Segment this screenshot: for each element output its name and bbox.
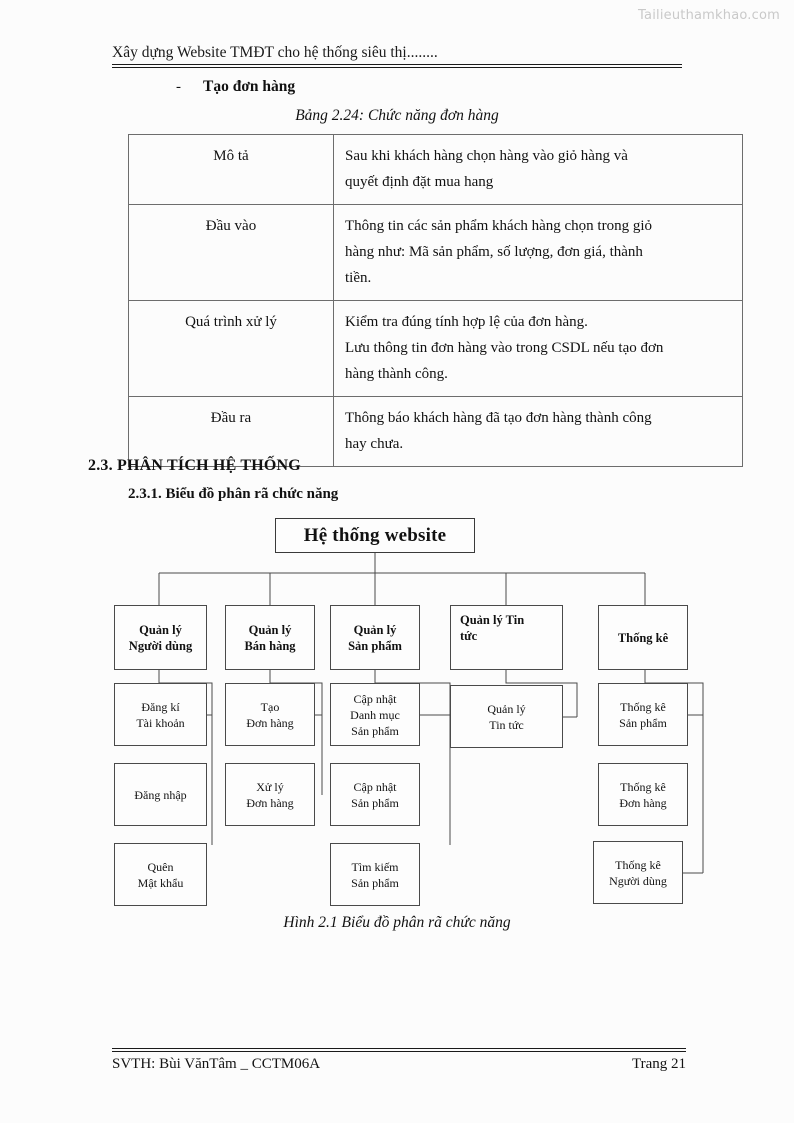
node-line: Bán hàng [244, 638, 296, 653]
table-cell-line: hay chưa. [345, 436, 404, 452]
diagram-node-quan-ly-tin-tuc: Quản lý Tin tức [450, 605, 563, 670]
function-table: Mô tả Sau khi khách hàng chọn hàng vào g… [128, 134, 743, 467]
node-line: Đăng nhập [134, 787, 187, 802]
node-line: Quản lý [139, 622, 182, 637]
node-line: Xử lý [256, 779, 284, 794]
header-rule [112, 64, 682, 68]
table-cell-label: Đầu ra [128, 396, 334, 467]
table-row: Mô tả Sau khi khách hàng chọn hàng vào g… [128, 134, 743, 205]
table-cell-line: Sau khi khách hàng chọn hàng vào giỏ hàn… [345, 148, 628, 164]
table-row: Đầu ra Thông báo khách hàng đã tạo đơn h… [128, 396, 743, 467]
node-line: Thống kê [617, 630, 669, 645]
bullet-item-tao-don-hang: - Tạo đơn hàng [176, 78, 295, 96]
table-cell-label: Đầu vào [128, 204, 334, 301]
node-line: Người dùng [609, 873, 667, 888]
diagram-node-quan-ly-ban-hang: Quản lý Bán hàng [225, 605, 315, 670]
diagram-node-tim-kiem-san-pham: Tìm kiếm Sản phẩm [330, 843, 420, 906]
node-line: Người dùng [128, 638, 193, 653]
table-row: Quá trình xử lý Kiểm tra đúng tính hợp l… [128, 300, 743, 397]
node-line: Mật khẩu [137, 875, 184, 890]
diagram-node-xu-ly-don-hang: Xử lý Đơn hàng [225, 763, 315, 826]
watermark-text: Tailieuthamkhao.com [638, 8, 780, 23]
node-line: Đăng kí [141, 699, 180, 714]
node-line: Thống kê [615, 857, 661, 872]
diagram-node-dang-nhap: Đăng nhập [114, 763, 207, 826]
table-cell-line: quyết định đặt mua hang [345, 174, 494, 190]
node-line: Đơn hàng [246, 795, 294, 810]
table-cell-line: Lưu thông tin đơn hàng vào trong CSDL nế… [345, 340, 664, 356]
footer-rule [112, 1048, 686, 1052]
footer-row: SVTH: Bùi VănTâm _ CCTM06A Trang 21 [112, 1056, 686, 1073]
table-cell-line: tiền. [345, 270, 372, 286]
node-line: Sản phẩm [619, 715, 667, 730]
node-line: Quên [147, 859, 174, 874]
node-line: Đơn hàng [246, 715, 294, 730]
node-line: Cập nhật [353, 779, 397, 794]
table-cell-line: Thông báo khách hàng đã tạo đơn hàng thà… [345, 410, 652, 426]
diagram-node-cap-nhat-san-pham: Cập nhật Sản phẩm [330, 763, 420, 826]
running-header-title: Xây dựng Website TMĐT cho hệ thống siêu … [112, 44, 438, 61]
diagram-node-quan-ly-tin-tuc-child: Quản lý Tin tức [450, 685, 563, 748]
diagram-node-thong-ke-don-hang: Thống kê Đơn hàng [598, 763, 688, 826]
diagram-node-tao-don-hang: Tạo Đơn hàng [225, 683, 315, 746]
node-line: Tài khoản [136, 715, 185, 730]
table-cell-value: Kiểm tra đúng tính hợp lệ của đơn hàng. … [333, 300, 743, 397]
table-caption: Bảng 2.24: Chức năng đơn hàng [295, 107, 499, 124]
table-cell-value: Thông tin các sản phẩm khách hàng chọn t… [333, 204, 743, 301]
figure-caption: Hình 2.1 Biểu đồ phân rã chức năng [283, 914, 511, 931]
node-line: Tin tức [489, 717, 524, 732]
footer-page-number: Trang 21 [631, 1056, 686, 1072]
diagram-node-quan-ly-san-pham: Quản lý Sản phẩm [330, 605, 420, 670]
table-cell-line: Thông tin các sản phẩm khách hàng chọn t… [345, 218, 653, 234]
node-line: Quản lý [487, 701, 526, 716]
diagram-node-root: Hệ thống website [275, 518, 475, 553]
table-row: Đầu vào Thông tin các sản phẩm khách hàn… [128, 204, 743, 301]
node-line: Quản lý Tin [460, 613, 525, 627]
table-cell-value: Sau khi khách hàng chọn hàng vào giỏ hàn… [333, 134, 743, 205]
diagram-node-quen-mat-khau: Quên Mật khẩu [114, 843, 207, 906]
table-cell-line: hàng thành công. [345, 366, 448, 382]
table-cell-line: hàng như: Mã sản phẩm, số lượng, đơn giá… [345, 244, 643, 260]
section-heading: 2.3. PHÂN TÍCH HỆ THỐNG [88, 457, 301, 474]
node-line: Danh mục [350, 707, 400, 722]
node-line: Cập nhật [353, 691, 397, 706]
running-header: Xây dựng Website TMĐT cho hệ thống siêu … [112, 44, 682, 68]
bullet-label: Tạo đơn hàng [203, 78, 296, 95]
node-line: Sản phẩm [351, 795, 399, 810]
bullet-dash: - [176, 79, 181, 95]
subsection-heading: 2.3.1. Biểu đồ phân rã chức năng [128, 486, 339, 502]
diagram-node-thong-ke-san-pham: Thống kê Sản phẩm [598, 683, 688, 746]
table-cell-line: Kiểm tra đúng tính hợp lệ của đơn hàng. [345, 314, 588, 330]
diagram-node-thong-ke: Thống kê [598, 605, 688, 670]
diagram-node-thong-ke-nguoi-dung: Thống kê Người dùng [593, 841, 683, 904]
diagram-node-quan-ly-nguoi-dung: Quản lý Người dùng [114, 605, 207, 670]
function-table-body: Mô tả Sau khi khách hàng chọn hàng vào g… [128, 134, 743, 467]
node-line: Hệ thống website [303, 525, 447, 546]
function-decomposition-diagram: Hệ thống website Quản lý Người dùng Quản… [0, 505, 794, 915]
node-line: Sản phẩm [351, 875, 399, 890]
table-cell-label: Quá trình xử lý [128, 300, 334, 397]
footer-author: SVTH: Bùi VănTâm _ CCTM06A [112, 1056, 321, 1072]
node-line: Sản phẩm [351, 723, 399, 738]
table-cell-value: Thông báo khách hàng đã tạo đơn hàng thà… [333, 396, 743, 467]
node-line: Thống kê [620, 699, 666, 714]
node-line: Tìm kiếm [351, 859, 399, 874]
diagram-connectors [158, 553, 704, 874]
node-line: Thống kê [620, 779, 666, 794]
diagram-node-cap-nhat-danh-muc-san-pham: Cập nhật Danh mục Sản phẩm [330, 683, 420, 746]
node-line: tức [460, 629, 478, 643]
node-line: Quản lý [248, 622, 292, 637]
node-line: Đơn hàng [619, 795, 667, 810]
diagram-node-dang-ki-tai-khoan: Đăng kí Tài khoản [114, 683, 207, 746]
node-line: Quản lý [353, 622, 397, 637]
table-cell-label: Mô tả [128, 134, 334, 205]
page-footer: SVTH: Bùi VănTâm _ CCTM06A Trang 21 [112, 1048, 686, 1073]
node-line: Tạo [260, 699, 280, 714]
node-line: Sản phẩm [348, 638, 402, 653]
